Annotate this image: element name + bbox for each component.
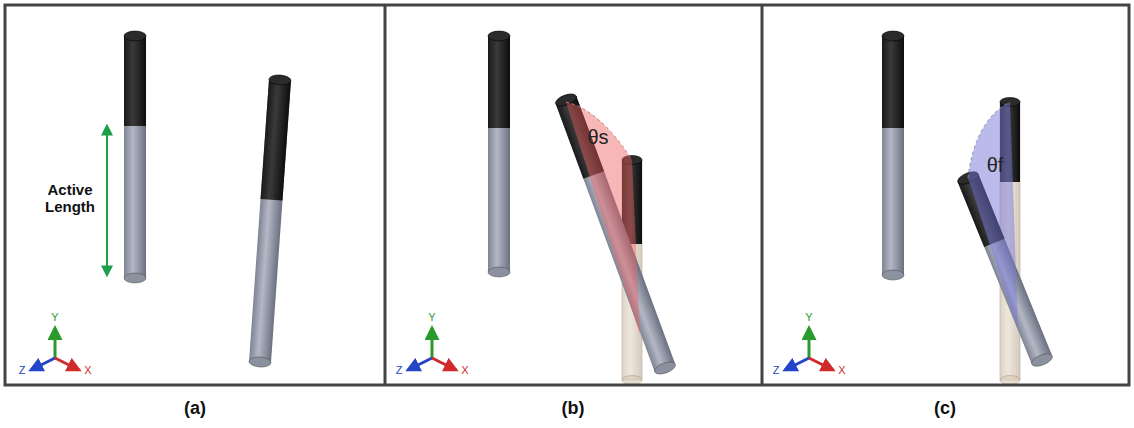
axis-label: Y (428, 311, 435, 324)
angle-label: θf (987, 154, 1004, 177)
panel-divider (384, 5, 387, 385)
rod-cylinder (554, 92, 677, 377)
axis-arrow (54, 328, 57, 358)
axis-label: X (461, 364, 468, 377)
axis-arrow (808, 328, 811, 358)
axis-label: Y (805, 311, 812, 324)
angle-wedge (566, 102, 640, 335)
axis-arrow (408, 358, 432, 370)
rod-cylinder (249, 74, 292, 367)
angle-label: θs (587, 126, 608, 149)
dimension-arrow (106, 126, 108, 275)
axis-label: Y (51, 311, 58, 324)
axis-label: Z (773, 364, 780, 377)
rod-cylinder (882, 31, 904, 280)
panel-frame (5, 5, 1129, 385)
axis-arrow (31, 358, 55, 370)
axis-arrow (785, 358, 809, 370)
rod-cylinder (124, 31, 146, 283)
axis-arrow (55, 358, 79, 370)
angle-arc (968, 102, 1010, 178)
angle-arc (566, 102, 632, 160)
axis-arrow (431, 328, 434, 358)
panel-caption: (a) (184, 398, 206, 419)
rod-cylinder (488, 31, 510, 277)
axis-label: Z (396, 364, 403, 377)
axis-arrow (809, 358, 833, 370)
panel-divider (761, 5, 764, 385)
dimension-label: Active Length (35, 181, 105, 216)
axis-label: X (838, 364, 845, 377)
panel-caption: (b) (562, 398, 585, 419)
panel-caption: (c) (934, 398, 956, 419)
axis-arrow (432, 358, 456, 370)
axis-label: Z (19, 364, 26, 377)
axis-label: X (84, 364, 91, 377)
angle-wedge (968, 102, 1018, 330)
